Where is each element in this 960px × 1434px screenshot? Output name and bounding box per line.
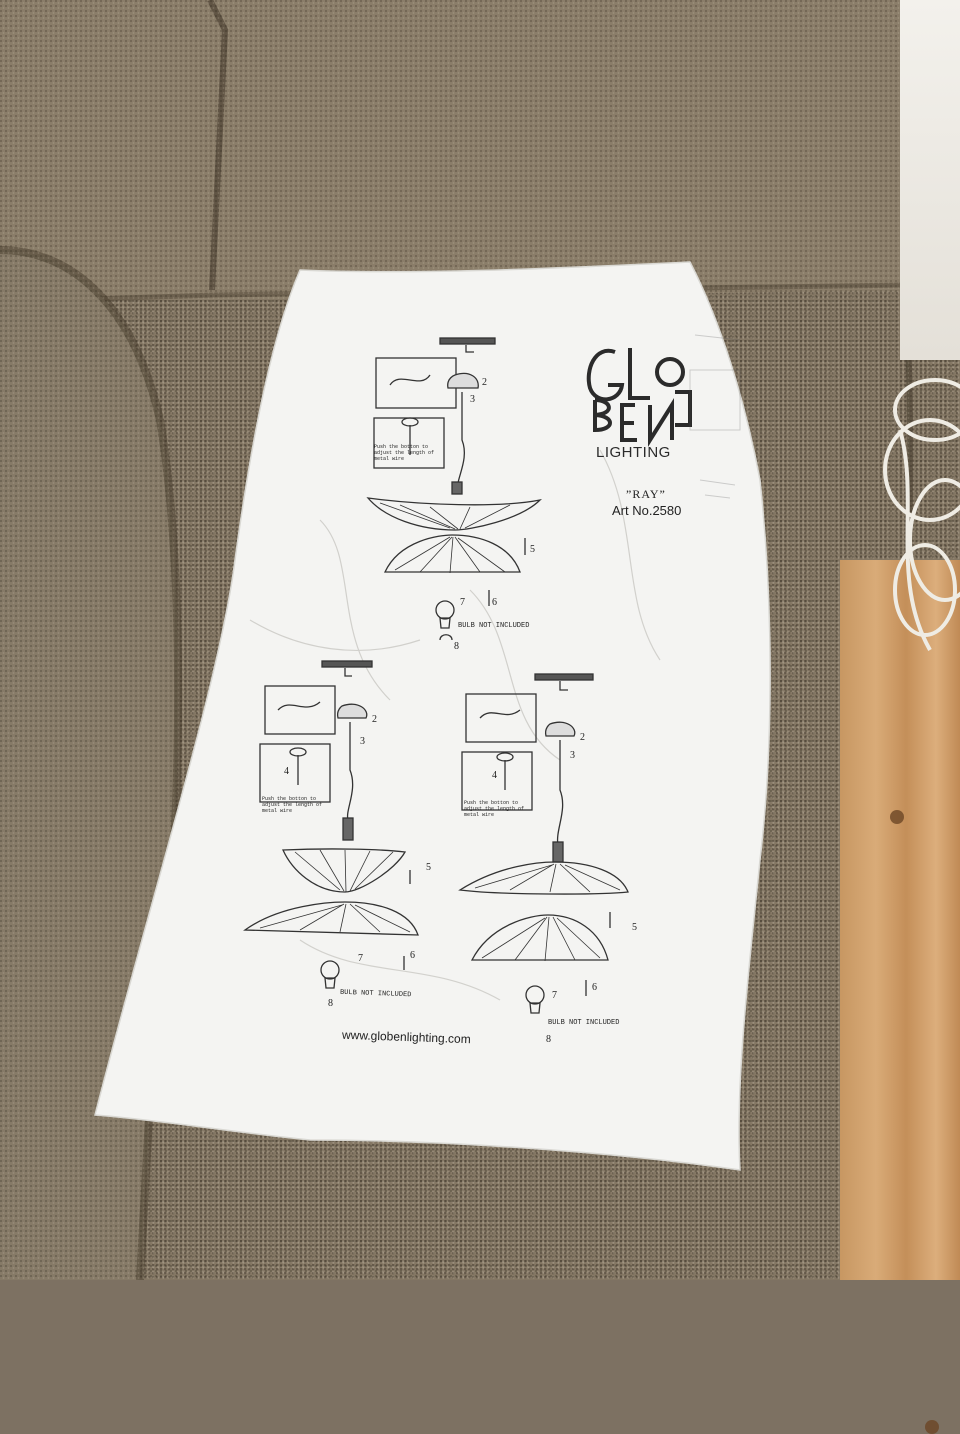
- diagram-left: [243, 660, 419, 989]
- window-light: [900, 0, 960, 360]
- step-7-left: 7: [358, 953, 363, 964]
- diagram-right: [458, 673, 629, 1014]
- step-6: 6: [492, 597, 497, 608]
- step-4-right: 4: [492, 770, 497, 781]
- step-7-right: 7: [552, 990, 557, 1001]
- step-8: 8: [454, 641, 459, 652]
- step-2-right: 2: [580, 732, 585, 743]
- step-2: 2: [482, 377, 487, 388]
- wooden-floor: [840, 560, 960, 1434]
- white-cables: [880, 350, 960, 670]
- bulb-note-top: BULB NOT INCLUDED: [458, 622, 530, 630]
- step-5-left: 5: [426, 862, 431, 873]
- article-number: Art No.2580: [612, 503, 682, 518]
- product-name: ”RAY”: [626, 487, 666, 501]
- bulb-note-right: BULB NOT INCLUDED: [548, 1019, 620, 1027]
- wire-note-right: Push the botton to adjust the length of …: [464, 800, 525, 818]
- step-3-right: 3: [570, 750, 575, 761]
- step-5: 5: [530, 544, 535, 555]
- globen-logo: [586, 348, 692, 447]
- step-6-right: 6: [592, 982, 597, 993]
- ceiling-mount: [439, 337, 496, 345]
- reverse-side-print: [689, 334, 741, 499]
- step-3-left: 3: [360, 736, 365, 747]
- step-5-right: 5: [632, 922, 637, 933]
- diagram-top: [366, 337, 542, 641]
- floor-knot: [925, 1420, 939, 1434]
- step-7: 7: [460, 597, 465, 608]
- floor-knot: [890, 810, 904, 824]
- instruction-sheet: [94, 261, 771, 1171]
- wire-note-top: Push the botton to adjust the length of …: [374, 444, 435, 462]
- step-4-left: 4: [284, 766, 289, 777]
- wire-note-left: Push the botton to adjust the length of …: [262, 796, 323, 814]
- step-3: 3: [470, 394, 475, 405]
- step-2-left: 2: [372, 714, 377, 725]
- brand-lighting: LIGHTING: [596, 444, 671, 461]
- step-6-left: 6: [410, 950, 415, 961]
- step-8-left: 8: [328, 998, 333, 1009]
- step-8-right: 8: [546, 1034, 551, 1045]
